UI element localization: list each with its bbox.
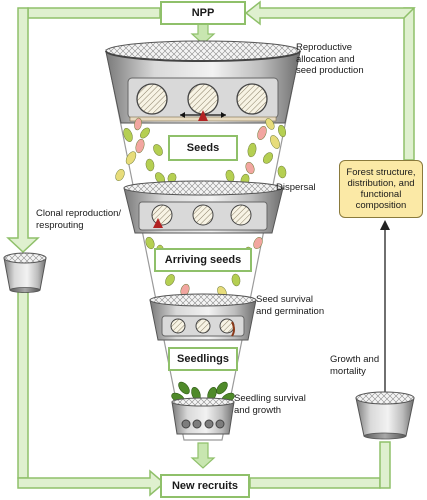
clonal-note-line-2: resprouting (36, 219, 84, 231)
bottom-right-arrow (249, 477, 381, 489)
new-recruits-box: New recruits (160, 474, 250, 498)
seed-shape (247, 142, 257, 158)
survival-germination-note: Seed survival and germination (256, 294, 324, 317)
growth-funnel (355, 391, 415, 440)
survival-note-line-1: Seed survival (256, 294, 314, 305)
clonal-note: Clonal reproduction/ resprouting (36, 208, 121, 231)
growth-note-line-1: Growth and (330, 354, 380, 365)
disc-dispersal-1 (151, 204, 173, 226)
bottom-left-arrow (17, 469, 166, 497)
seed-shape (134, 117, 142, 131)
lower-funnel-segment (149, 293, 257, 341)
seed-shape (153, 144, 163, 156)
seed-shape (277, 165, 287, 179)
large-seed-disc-3 (236, 83, 268, 115)
seed-shape (140, 127, 150, 139)
dispersal-note-line-1: Dispersal (276, 182, 316, 193)
forest-line-4: composition (355, 200, 407, 211)
seed-shape (262, 152, 274, 164)
seed-shape (270, 135, 280, 149)
clonal-note-line-1: Clonal reproduction/ (36, 208, 122, 219)
funnel-to-recruits-arrow (190, 442, 216, 469)
seed-shape (135, 138, 145, 154)
disc-dispersal-3 (230, 204, 252, 226)
seedling-survival-line-2: and growth (234, 404, 282, 416)
left-lower-arrow (17, 291, 29, 479)
seedling-survival-line-1: Seedling survival (234, 393, 306, 404)
seed-shape (253, 237, 263, 249)
bottom-funnel-segment (171, 397, 235, 435)
left-vertical-arrow (6, 7, 40, 254)
reproductive-note-line-3: seed production (296, 65, 364, 76)
survival-note-line-2: and germination (256, 305, 325, 317)
growth-to-forest-arrow (380, 220, 390, 392)
seed-shape (145, 236, 155, 250)
reproductive-note: Reproductive allocation and seed product… (296, 42, 364, 77)
forest-structure-box: Forest structure, distribution, and func… (339, 160, 423, 218)
seed-shape (245, 161, 255, 175)
forest-line-3: functional (360, 189, 402, 200)
seedling-leaves (171, 381, 235, 404)
growth-mortality-note: Growth and mortality (330, 354, 379, 377)
seed-shape (265, 118, 275, 130)
right-lower-arrow (379, 441, 391, 489)
seed-shape (278, 124, 286, 138)
arriving-seeds-box: Arriving seeds (154, 248, 252, 272)
seedling-leaf (178, 381, 190, 395)
seed-shape (165, 274, 175, 286)
seed-cloud-upper (115, 117, 287, 187)
seedling-survival-note: Seedling survival and growth (234, 393, 306, 416)
seed-shape (125, 151, 137, 165)
reproductive-note-line-1: Reproductive (296, 42, 352, 53)
seed-shape (115, 169, 125, 181)
seed-shape (257, 126, 267, 140)
forest-line-2: distribution, and (347, 178, 415, 189)
top-funnel-segment (105, 40, 301, 124)
forest-line-1: Forest structure, (346, 167, 416, 178)
growth-note-line-2: mortality (330, 365, 366, 377)
npp-box: NPP (160, 1, 246, 25)
seedlings-box: Seedlings (168, 347, 238, 371)
clonal-funnel (3, 252, 47, 293)
dispersal-note: Dispersal (276, 182, 316, 194)
loop-arrows (6, 0, 416, 497)
seed-shape (231, 273, 241, 287)
seedling-leaf (216, 381, 228, 395)
large-seed-disc-1 (136, 83, 168, 115)
allocation-marker (198, 110, 208, 121)
middle-funnel-segment (123, 180, 284, 234)
right-top-arrow (403, 7, 415, 161)
seed-shape (145, 158, 155, 172)
reproductive-note-line-2: allocation and (296, 53, 355, 65)
disc-dispersal-2 (192, 204, 214, 226)
seed-shape (123, 128, 133, 142)
seeds-box: Seeds (168, 135, 238, 161)
right-to-npp-arrow (244, 0, 416, 26)
large-seed-disc-2 (187, 83, 219, 115)
npp-to-left-arrow (27, 7, 161, 19)
